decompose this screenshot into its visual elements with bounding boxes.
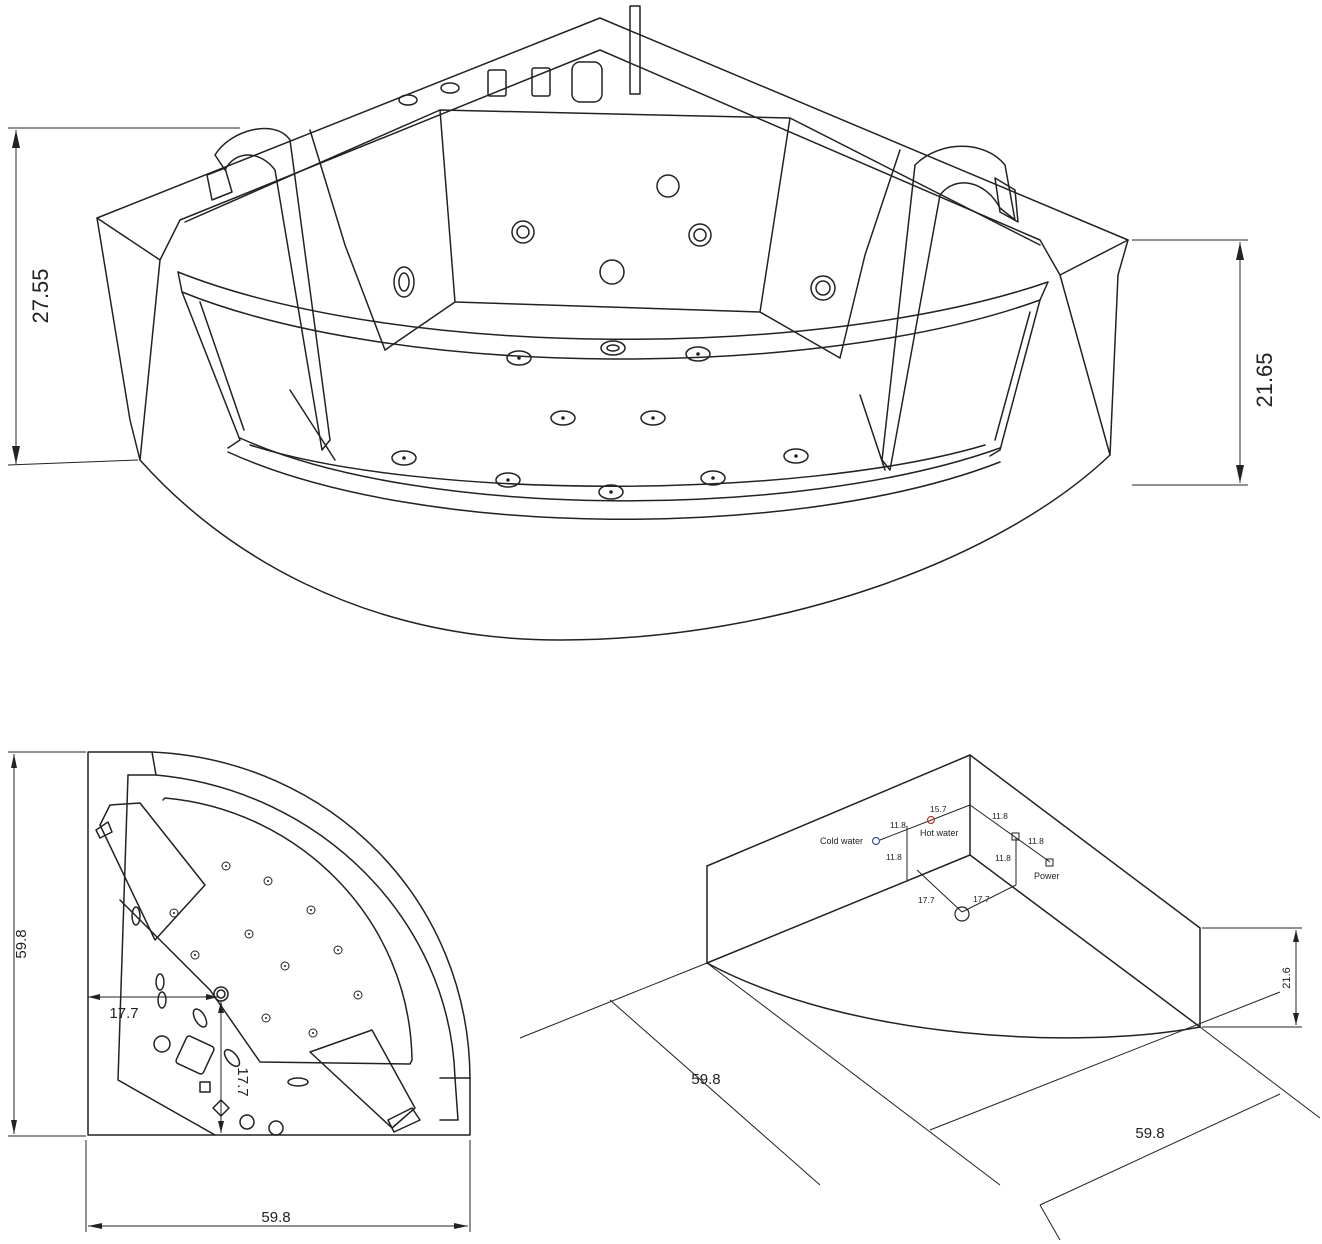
plan-width-label: 59.8 xyxy=(261,1209,290,1226)
height-dimension-right: 21.65 xyxy=(1132,239,1277,486)
height-right-label: 21.65 xyxy=(1252,352,1277,407)
hot-water-marker xyxy=(926,815,936,825)
cold-water-label: Cold water xyxy=(820,836,863,846)
plan-view: 59.8 59.8 17.7 17.7 xyxy=(8,751,471,1232)
dim-17-7-b: 17.7 xyxy=(973,894,990,904)
height-left-label: 27.55 xyxy=(28,268,53,323)
dim-15-7: 15.7 xyxy=(930,804,947,814)
plan-offset-x-label: 17.7 xyxy=(109,1005,138,1022)
plan-depth-label: 59.8 xyxy=(13,929,30,958)
dim-11-8-c: 11.8 xyxy=(992,811,1008,821)
height-dimension-left: 27.55 xyxy=(7,127,240,466)
dim-11-8-a: 11.8 xyxy=(890,820,906,830)
cold-water-marker xyxy=(871,836,881,846)
dim-11-8-b: 11.8 xyxy=(886,852,902,862)
plan-offset-y-label: 17.7 xyxy=(234,1067,251,1096)
length-b-label: 59.8 xyxy=(1135,1125,1164,1142)
length-a-label: 59.8 xyxy=(691,1071,720,1088)
connection-view: Cold water Hot water Power 15.7 11.8 11.… xyxy=(519,754,1321,1241)
side-height-label: 21.6 xyxy=(1281,967,1293,988)
drain-marker xyxy=(954,906,970,922)
dim-11-8-d: 11.8 xyxy=(1028,836,1044,846)
plan-jets xyxy=(131,861,363,1136)
power-marker xyxy=(1045,858,1054,867)
dim-17-7-a: 17.7 xyxy=(918,895,935,905)
power-label: Power xyxy=(1034,871,1060,881)
hot-water-label: Hot water xyxy=(920,828,959,838)
floor-jets xyxy=(391,340,809,500)
perspective-view: 27.55 21.65 xyxy=(7,5,1277,641)
dim-11-8-e: 11.8 xyxy=(995,853,1011,863)
